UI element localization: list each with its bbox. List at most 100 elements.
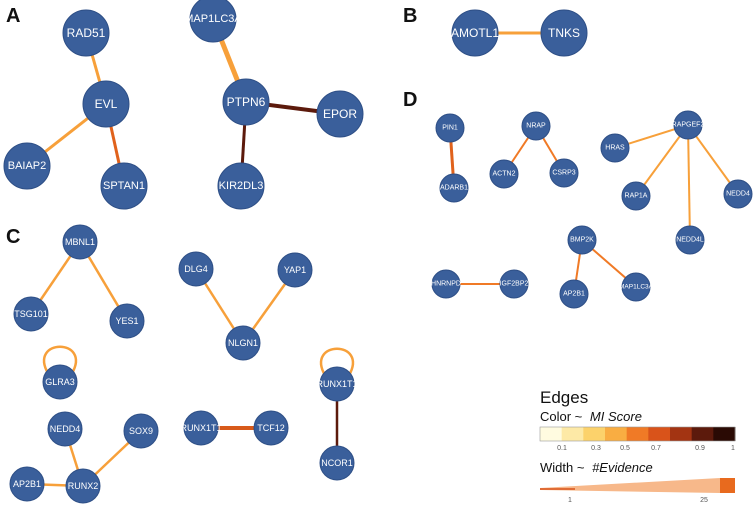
- node-circle: [189, 0, 237, 43]
- node-circle: [82, 80, 130, 128]
- node-map1lc3a_d[interactable]: MAP1LC3A: [619, 272, 654, 302]
- node-mbnl1[interactable]: MBNL1: [62, 224, 98, 260]
- width-scale-end: [720, 478, 735, 493]
- node-circle: [319, 445, 355, 481]
- node-runx1t1_a[interactable]: RUNX1T1: [180, 410, 222, 446]
- node-circle: [183, 410, 219, 446]
- node-circle: [499, 269, 529, 299]
- node-circle: [277, 252, 313, 288]
- node-hnrnpd[interactable]: HNRNPD: [431, 269, 461, 299]
- node-amotl1[interactable]: AMOTL1: [451, 9, 499, 57]
- node-circle: [489, 159, 519, 189]
- node-dlg4[interactable]: DLG4: [178, 251, 214, 287]
- node-yap1[interactable]: YAP1: [277, 252, 313, 288]
- node-label: RAP1A: [625, 193, 648, 200]
- node-circle: [222, 78, 270, 126]
- node-ncor1[interactable]: NCOR1: [319, 445, 355, 481]
- node-circle: [123, 413, 159, 449]
- color-swatch: [583, 427, 606, 441]
- node-map1lc3a[interactable]: MAP1LC3A: [184, 0, 242, 43]
- node-rap1a[interactable]: RAP1A: [621, 181, 651, 211]
- node-circle: [451, 9, 499, 57]
- nodes-layer: RAD51EVLBAIAP2SPTAN1MAP1LC3APTPN6EPORKIR…: [3, 0, 753, 504]
- color-tick: 0.5: [620, 445, 630, 452]
- node-circle: [567, 225, 597, 255]
- node-sptan1[interactable]: SPTAN1: [100, 162, 148, 210]
- node-nlgn1[interactable]: NLGN1: [225, 325, 261, 361]
- node-label: TSG101: [14, 309, 48, 319]
- node-circle: [65, 468, 101, 504]
- node-circle: [316, 90, 364, 138]
- node-evl[interactable]: EVL: [82, 80, 130, 128]
- node-csrp3[interactable]: CSRP3: [549, 158, 579, 188]
- node-label: YAP1: [284, 265, 306, 275]
- node-circle: [9, 466, 45, 502]
- node-ptpn6[interactable]: PTPN6: [222, 78, 270, 126]
- node-circle: [62, 224, 98, 260]
- node-kir2dl3[interactable]: KIR2DL3: [217, 162, 265, 210]
- node-circle: [621, 272, 651, 302]
- node-nedd4_d[interactable]: NEDD4: [723, 179, 753, 209]
- node-tnks[interactable]: TNKS: [540, 9, 588, 57]
- node-circle: [435, 113, 465, 143]
- node-yes1[interactable]: YES1: [109, 303, 145, 339]
- node-tcf12[interactable]: TCF12: [253, 410, 289, 446]
- node-label: MAP1LC3A: [619, 284, 654, 291]
- panel-label-b: B: [403, 5, 417, 27]
- node-ap2b1_c[interactable]: AP2B1: [9, 466, 45, 502]
- node-circle: [109, 303, 145, 339]
- node-label: HNRNPD: [431, 281, 461, 288]
- node-baiap2[interactable]: BAIAP2: [3, 142, 51, 190]
- node-label: PIN1: [442, 125, 458, 132]
- color-tick: 0.7: [651, 445, 661, 452]
- color-scale: [539, 426, 736, 442]
- node-circle: [559, 279, 589, 309]
- node-nrap[interactable]: NRAP: [521, 111, 551, 141]
- width-tick-max: 25: [700, 497, 708, 504]
- node-rad51[interactable]: RAD51: [62, 9, 110, 57]
- node-ap2b1_d[interactable]: AP2B1: [559, 279, 589, 309]
- node-circle: [42, 364, 78, 400]
- node-pin1[interactable]: PIN1: [435, 113, 465, 143]
- node-label: NCOR1: [321, 458, 353, 468]
- node-circle: [225, 325, 261, 361]
- node-sox9[interactable]: SOX9: [123, 413, 159, 449]
- node-runx1t1_b[interactable]: RUNX1T1: [316, 366, 358, 402]
- node-circle: [600, 133, 630, 163]
- color-tick: 0.1: [557, 445, 567, 452]
- node-nedd4_c[interactable]: NEDD4: [47, 411, 83, 447]
- node-hras[interactable]: HRAS: [600, 133, 630, 163]
- node-rapgef2[interactable]: RAPGEF2: [672, 110, 705, 140]
- color-tick: 0.3: [591, 445, 601, 452]
- node-label: DLG4: [184, 264, 208, 274]
- node-epor[interactable]: EPOR: [316, 90, 364, 138]
- node-label: MBNL1: [65, 237, 95, 247]
- node-circle: [621, 181, 651, 211]
- node-glra3[interactable]: GLRA3: [42, 364, 78, 400]
- node-igf2bp2[interactable]: IGF2BP2: [499, 269, 529, 299]
- node-nedd4l[interactable]: NEDD4L: [675, 225, 705, 255]
- node-circle: [13, 296, 49, 332]
- panel-label-a: A: [6, 5, 20, 27]
- node-label: KIR2DL3: [219, 180, 264, 192]
- node-label: NEDD4: [50, 424, 81, 434]
- node-label: SOX9: [129, 426, 153, 436]
- node-label: YES1: [115, 316, 138, 326]
- node-label: NEDD4: [726, 191, 750, 198]
- color-swatch: [561, 427, 584, 441]
- node-label: SPTAN1: [103, 180, 145, 192]
- node-label: AMOTL1: [451, 26, 499, 40]
- panel-label-d: D: [403, 89, 417, 111]
- node-runx2[interactable]: RUNX2: [65, 468, 101, 504]
- node-label: RUNX1T1: [316, 379, 357, 389]
- node-actn2[interactable]: ACTN2: [489, 159, 519, 189]
- node-label: MAP1LC3A: [184, 13, 242, 25]
- node-label: AP2B1: [13, 479, 41, 489]
- node-bmp2k[interactable]: BMP2K: [567, 225, 597, 255]
- node-adarb1[interactable]: ADARB1: [439, 173, 469, 203]
- node-circle: [431, 269, 461, 299]
- node-label: RAD51: [67, 26, 106, 40]
- node-tsg101[interactable]: TSG101: [13, 296, 49, 332]
